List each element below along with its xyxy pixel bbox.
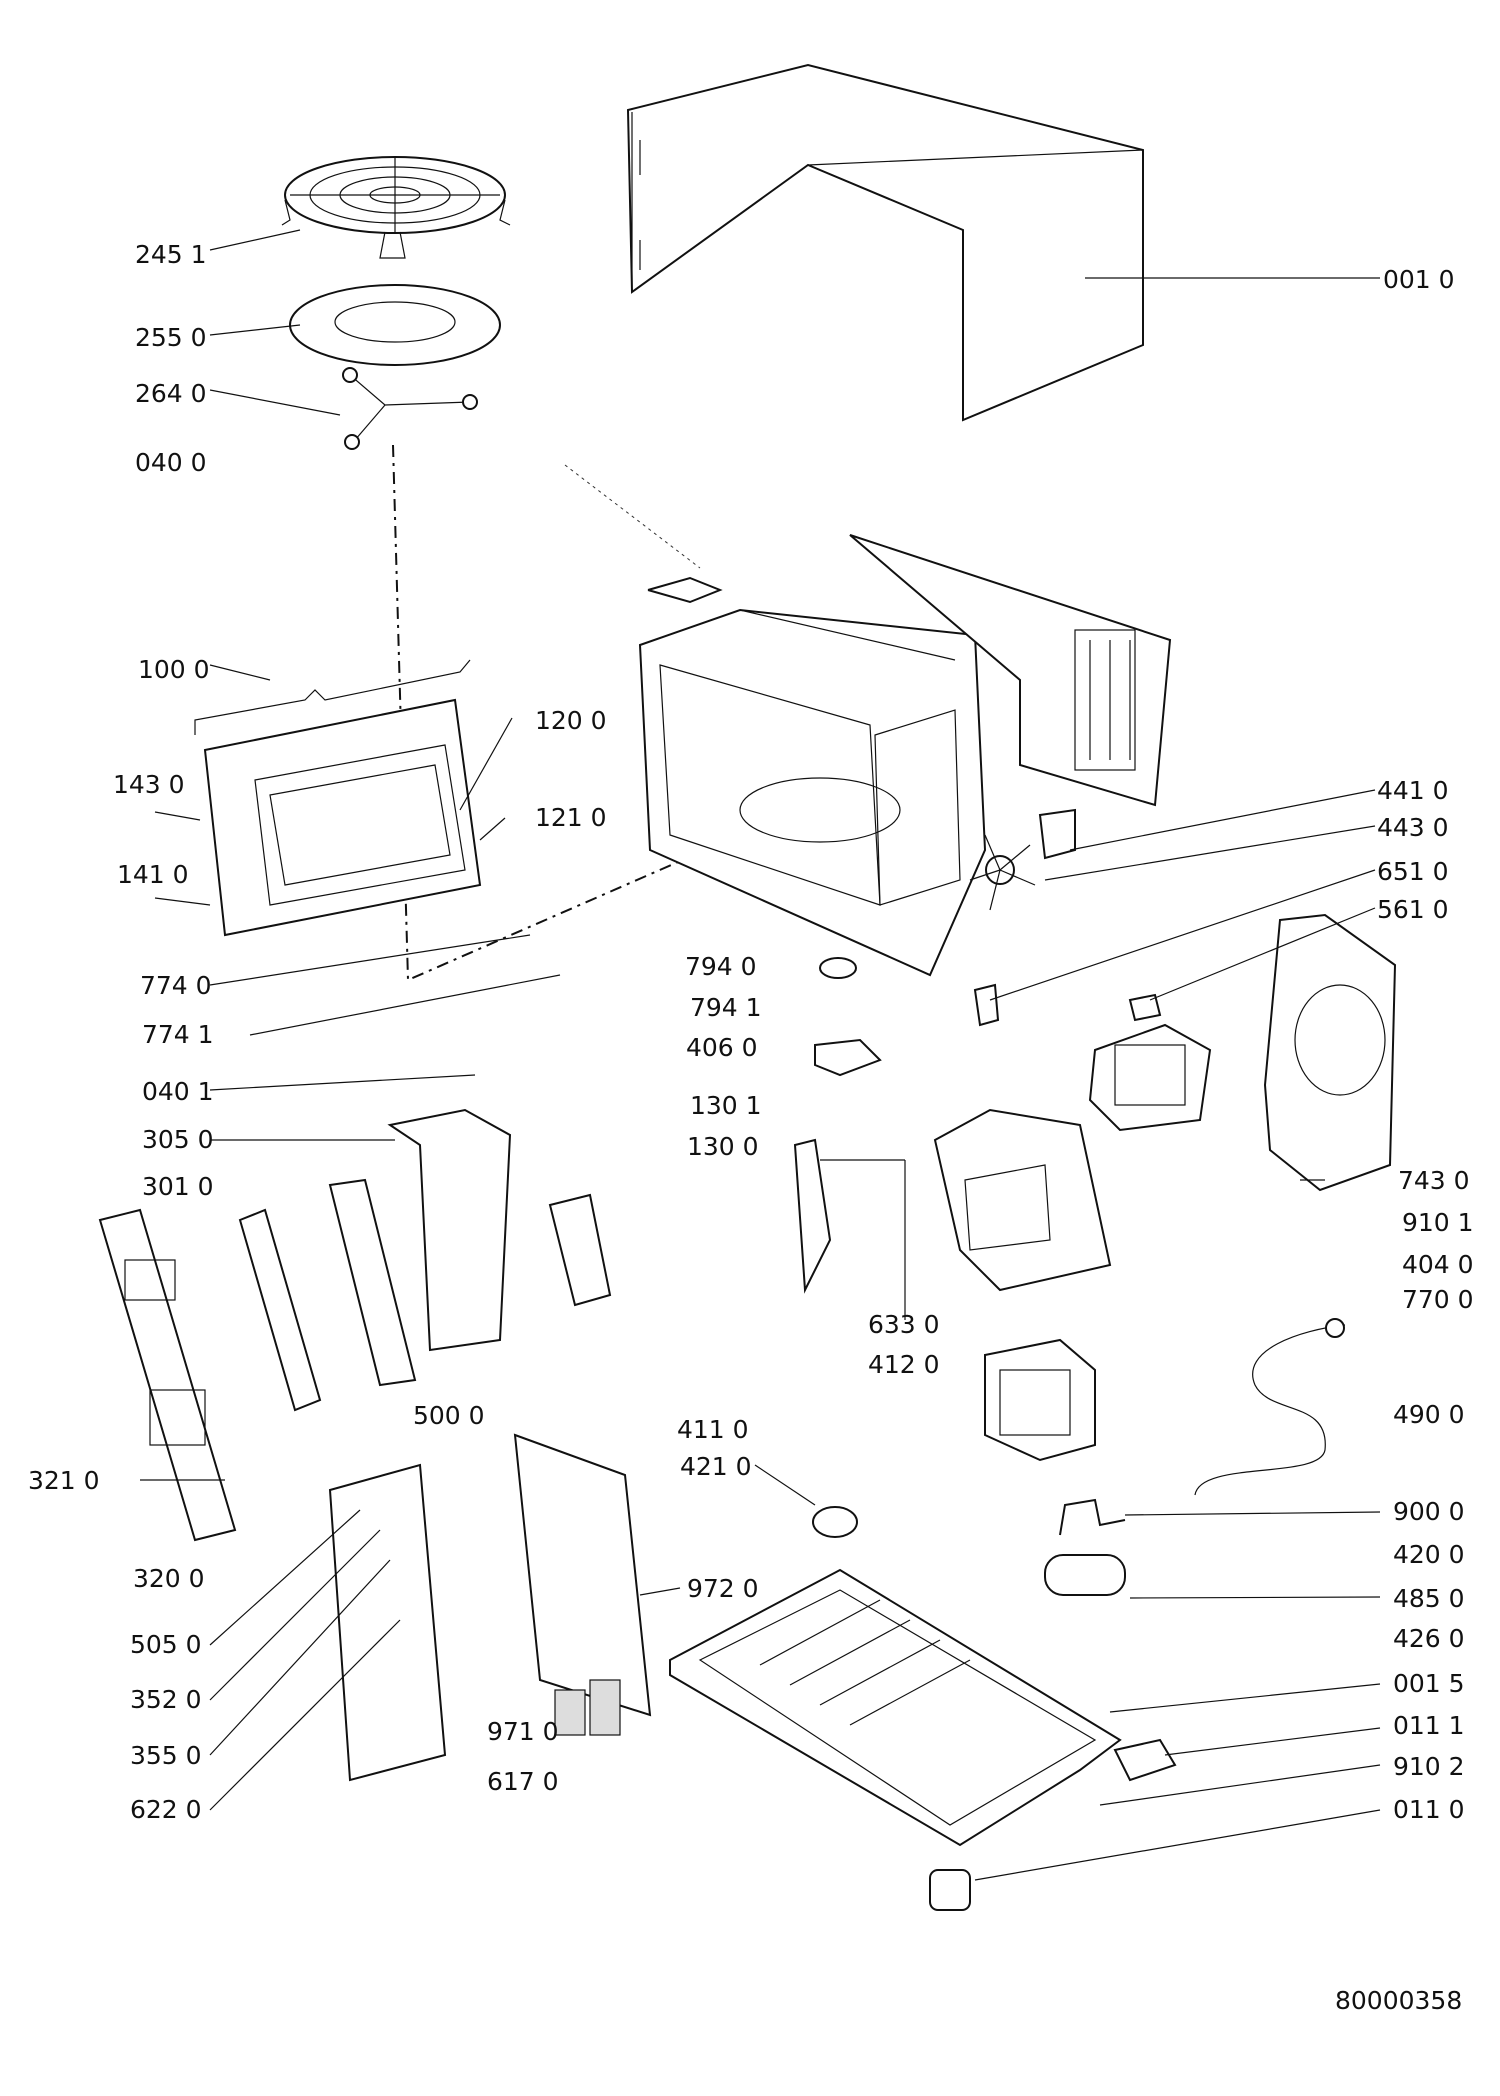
door [194, 659, 482, 937]
part-label-355-0: 355 0 [130, 1741, 202, 1770]
part-label-441-0: 441 0 [1377, 776, 1449, 805]
base-plate [669, 1568, 1122, 1847]
transformer [984, 1338, 1096, 1462]
part-label-743-0: 743 0 [1398, 1166, 1470, 1195]
part-label-900-0: 900 0 [1393, 1497, 1465, 1526]
part-label-490-0: 490 0 [1393, 1400, 1465, 1429]
keypad-frame [238, 1208, 322, 1412]
capacitor [1044, 1498, 1126, 1596]
part-label-622-0: 622 0 [130, 1795, 202, 1824]
part-label-404-0: 404 0 [1402, 1250, 1474, 1279]
part-label-910-1: 910 1 [1402, 1208, 1474, 1237]
oven-cavity [638, 608, 987, 977]
part-label-001-5: 001 5 [1393, 1669, 1465, 1698]
motor [814, 957, 882, 1077]
part-label-561-0: 561 0 [1377, 895, 1449, 924]
part-label-305-0: 305 0 [142, 1125, 214, 1154]
part-label-412-0: 412 0 [868, 1350, 940, 1379]
part-label-972-0: 972 0 [687, 1574, 759, 1603]
part-label-420-0: 420 0 [1393, 1540, 1465, 1569]
latch-bracket [548, 1193, 612, 1307]
foot [929, 1869, 971, 1911]
part-label-011-1: 011 1 [1393, 1711, 1465, 1740]
part-label-774-0: 774 0 [140, 971, 212, 1000]
part-label-001-0: 001 0 [1383, 265, 1455, 294]
part-label-120-0: 120 0 [535, 706, 607, 735]
part-label-040-0: 040 0 [135, 448, 207, 477]
back-panel [849, 534, 1172, 807]
part-label-011-0: 011 0 [1393, 1795, 1465, 1824]
part-label-443-0: 443 0 [1377, 813, 1449, 842]
main-pcb [513, 1433, 652, 1717]
part-label-651-0: 651 0 [1377, 857, 1449, 886]
part-label-352-0: 352 0 [130, 1685, 202, 1714]
part-label-121-0: 121 0 [535, 803, 607, 832]
part-label-500-0: 500 0 [413, 1401, 485, 1430]
foot-bracket [1113, 1738, 1177, 1782]
power-cord [1194, 1324, 1346, 1496]
keypad-membrane [328, 1178, 417, 1387]
fan [969, 808, 1076, 911]
part-label-794-1: 794 1 [690, 993, 762, 1022]
part-label-040-1: 040 1 [142, 1077, 214, 1106]
control-bracket [387, 1108, 512, 1352]
control-board-front [328, 1463, 447, 1782]
part-label-406-0: 406 0 [686, 1033, 758, 1062]
document-number: 80000358 [1335, 1986, 1463, 2015]
control-panel-front [98, 1208, 237, 1542]
roller-support [342, 367, 478, 450]
part-label-245-1: 245 1 [135, 240, 207, 269]
fan-duct [1263, 913, 1397, 1192]
turntable-plate [289, 284, 501, 366]
outer-cabinet [626, 63, 1144, 422]
part-label-426-0: 426 0 [1393, 1624, 1465, 1653]
part-label-971-0: 971 0 [487, 1717, 559, 1746]
part-label-421-0: 421 0 [680, 1452, 752, 1481]
part-label-130-0: 130 0 [687, 1132, 759, 1161]
part-label-770-0: 770 0 [1402, 1285, 1474, 1314]
grill-rack [281, 156, 511, 259]
magnetron [933, 1023, 1212, 1292]
part-label-617-0: 617 0 [487, 1767, 559, 1796]
part-label-264-0: 264 0 [135, 379, 207, 408]
part-label-130-1: 130 1 [690, 1091, 762, 1120]
part-label-794-0: 794 0 [685, 952, 757, 981]
part-label-910-2: 910 2 [1393, 1752, 1465, 1781]
part-label-774-1: 774 1 [142, 1020, 214, 1049]
part-label-633-0: 633 0 [868, 1310, 940, 1339]
part-label-301-0: 301 0 [142, 1172, 214, 1201]
part-label-141-0: 141 0 [117, 860, 189, 889]
part-label-143-0: 143 0 [113, 770, 185, 799]
part-label-485-0: 485 0 [1393, 1584, 1465, 1613]
leader-lines [140, 229, 1381, 1881]
part-label-100-0: 100 0 [138, 655, 210, 684]
part-label-321-0: 321 0 [28, 1466, 100, 1495]
part-label-505-0: 505 0 [130, 1630, 202, 1659]
part-label-255-0: 255 0 [135, 323, 207, 352]
part-label-411-0: 411 0 [677, 1415, 749, 1444]
fuse-holder [812, 1506, 858, 1538]
part-label-320-0: 320 0 [133, 1564, 205, 1593]
